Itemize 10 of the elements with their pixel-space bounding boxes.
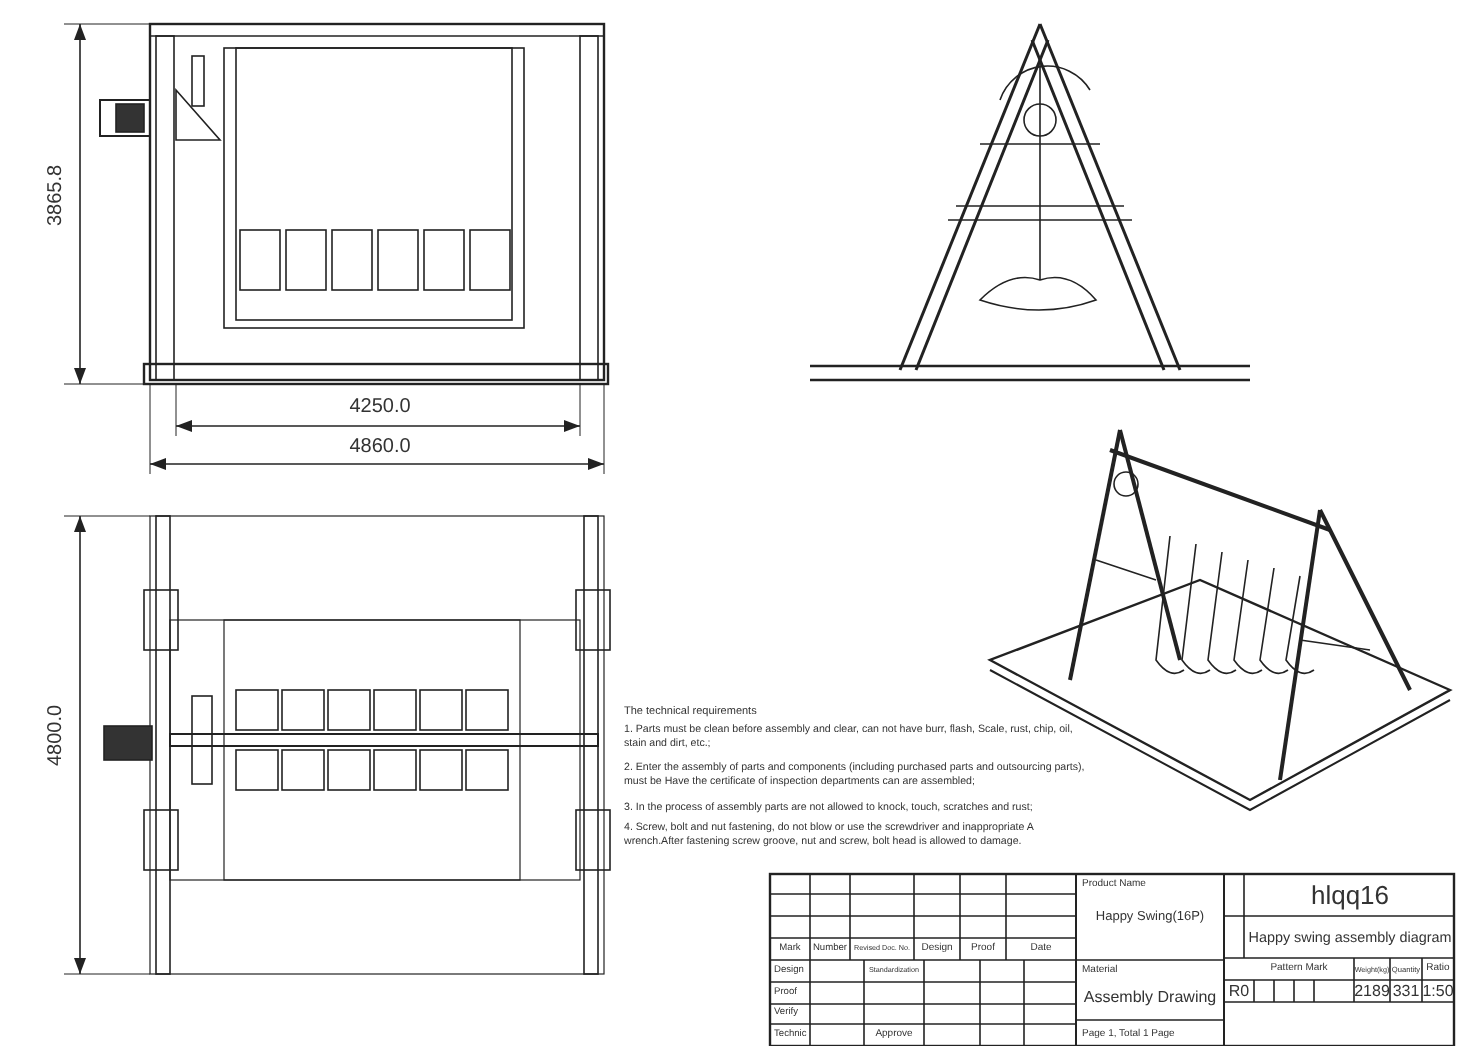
dimension-value: 4800.0	[44, 702, 68, 771]
dimension-value: 4250.0	[347, 394, 413, 422]
dimension-value: 4860.0	[347, 434, 413, 462]
table-cell: 2189	[1354, 980, 1390, 1002]
dimension-value: 3865.8	[44, 162, 68, 231]
table-cell-text: hlqq16	[1308, 878, 1392, 914]
table-cell: 331	[1390, 980, 1422, 1002]
table-cell: 1:50	[1422, 980, 1454, 1002]
table-cell-text: Assembly Drawing	[1081, 986, 1219, 1011]
table-cell-text: R0	[1226, 980, 1252, 1002]
